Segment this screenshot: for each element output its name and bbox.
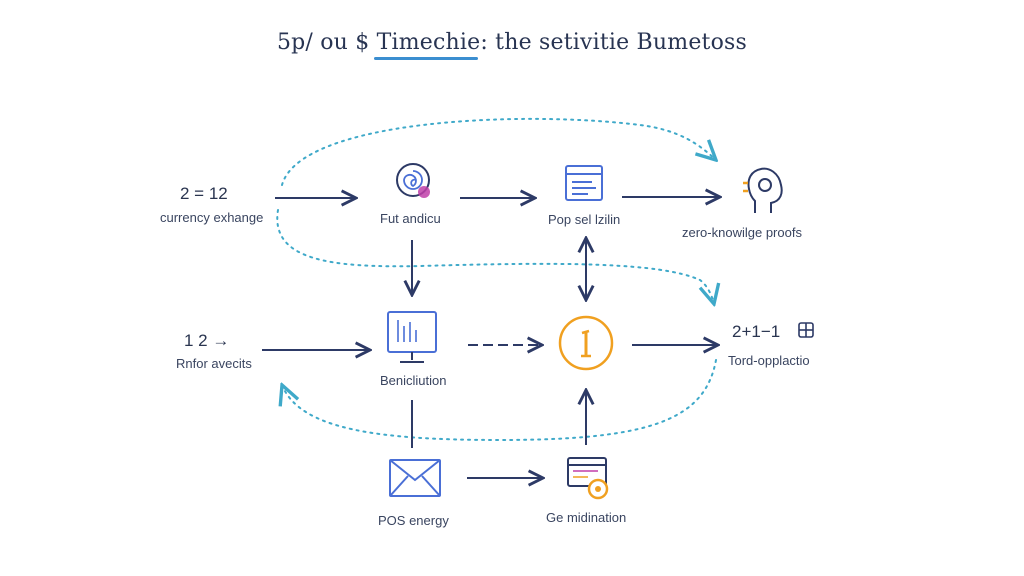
dotted-loop-bottom <box>282 359 717 442</box>
node-d-label: Benicliution <box>380 373 447 388</box>
plus-icon <box>798 322 814 338</box>
dashboard-icon <box>567 457 609 500</box>
title-underline <box>374 57 478 60</box>
node-b-label: Pop sel lzilin <box>548 212 621 227</box>
node-f-equation: 2+1−1 <box>732 322 781 341</box>
node-a-label: Fut andicu <box>380 211 441 226</box>
node-h-label: Ge midination <box>546 510 627 525</box>
left1-equation: 2 = 12 <box>180 184 228 203</box>
flow-arrows <box>262 197 720 478</box>
page-title: 5p/ ou $ Timechie: the setivitie Bumetos… <box>276 30 748 55</box>
node-f-label: Tord-opplactio <box>728 353 810 368</box>
envelope-icon <box>389 459 441 497</box>
coin-icon <box>558 315 614 371</box>
left2-label: Rnfor avecits <box>176 356 252 371</box>
document-icon <box>565 165 603 201</box>
node-g-label: POS energy <box>378 513 449 528</box>
left1-label: currency exhange <box>160 210 264 225</box>
left2-equation: 1 2 → <box>184 331 230 350</box>
head-profile-icon <box>743 167 783 213</box>
spiral-icon <box>396 163 430 198</box>
monitor-icon <box>387 311 437 363</box>
dotted-loop-top <box>276 117 716 304</box>
node-c-label: zero-knowilge proofs <box>682 225 802 240</box>
